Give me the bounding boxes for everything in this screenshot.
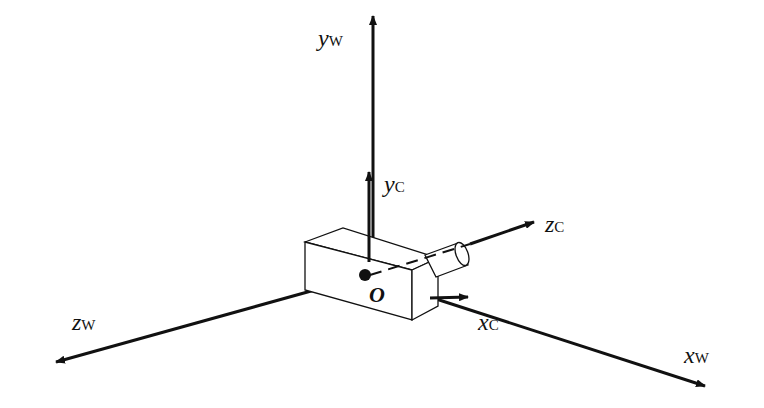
axis-label: yC [384, 172, 405, 196]
axis-label: yW [318, 26, 343, 50]
origin-label: O [369, 284, 385, 306]
axis-label: xC [478, 310, 499, 334]
axis-label: zW [72, 310, 96, 334]
xc-axis [430, 297, 468, 298]
zc-axis [470, 222, 534, 244]
zc-dashed [370, 244, 470, 275]
origin-dot [359, 269, 371, 281]
axis-label: xW [684, 343, 709, 367]
yc-axis [368, 172, 371, 262]
axis-label: zC [545, 212, 564, 236]
